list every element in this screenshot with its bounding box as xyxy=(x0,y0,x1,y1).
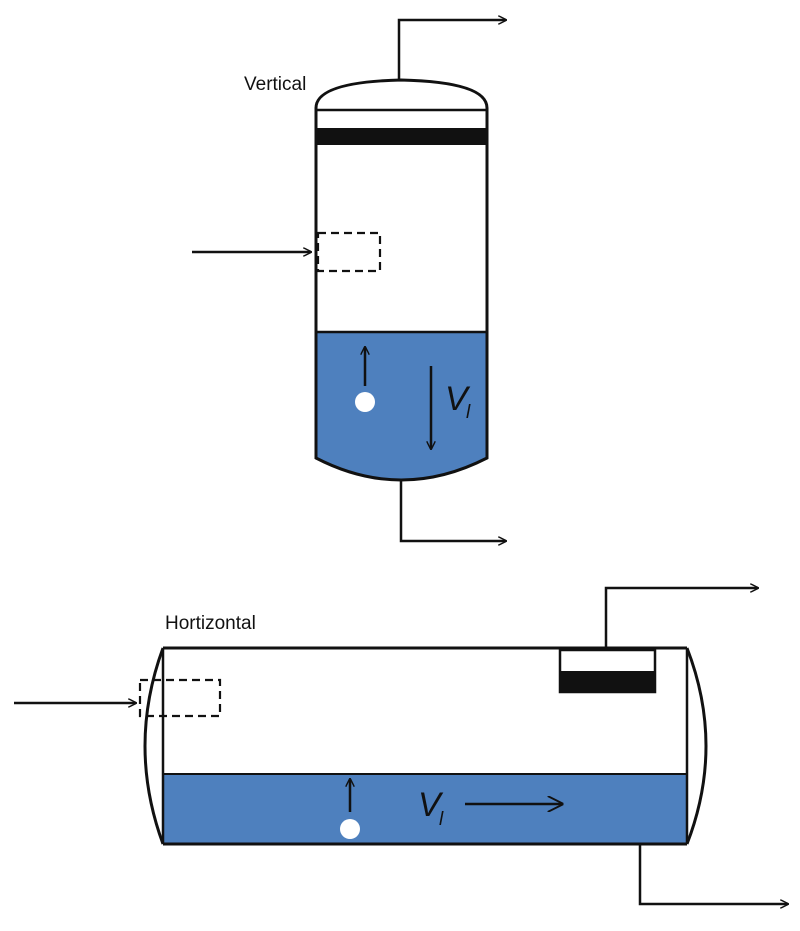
vertical-gas-outlet-arrow xyxy=(397,20,506,80)
horizontal-velocity-symbol: V xyxy=(418,786,444,824)
vertical-liquid-outlet-arrow xyxy=(399,480,506,541)
horizontal-inlet-diverter xyxy=(138,678,222,718)
horizontal-mist-eliminator xyxy=(560,671,655,692)
horizontal-left-head xyxy=(143,647,165,845)
vertical-liquid xyxy=(316,332,487,480)
horizontal-liquid-outlet-arrow xyxy=(638,844,788,904)
vertical-vessel-shell xyxy=(314,78,489,482)
horizontal-liquid xyxy=(163,774,687,844)
vertical-gas-bubble xyxy=(355,392,375,412)
vertical-title: Vertical xyxy=(244,74,306,95)
horizontal-velocity-subscript: l xyxy=(439,809,444,830)
vertical-separator: Vertical V l xyxy=(192,20,506,541)
horizontal-separator: Hortizontal V l xyxy=(14,588,788,904)
horizontal-title: Hortizontal xyxy=(165,613,256,634)
horizontal-gas-bubble xyxy=(340,819,360,839)
vertical-velocity-symbol: V xyxy=(445,380,471,418)
vertical-mist-eliminator xyxy=(316,128,487,145)
vertical-velocity-subscript: l xyxy=(466,402,471,423)
horizontal-right-head xyxy=(685,647,708,845)
vertical-inlet-diverter xyxy=(316,231,382,273)
horizontal-gas-outlet-arrow xyxy=(604,588,758,650)
